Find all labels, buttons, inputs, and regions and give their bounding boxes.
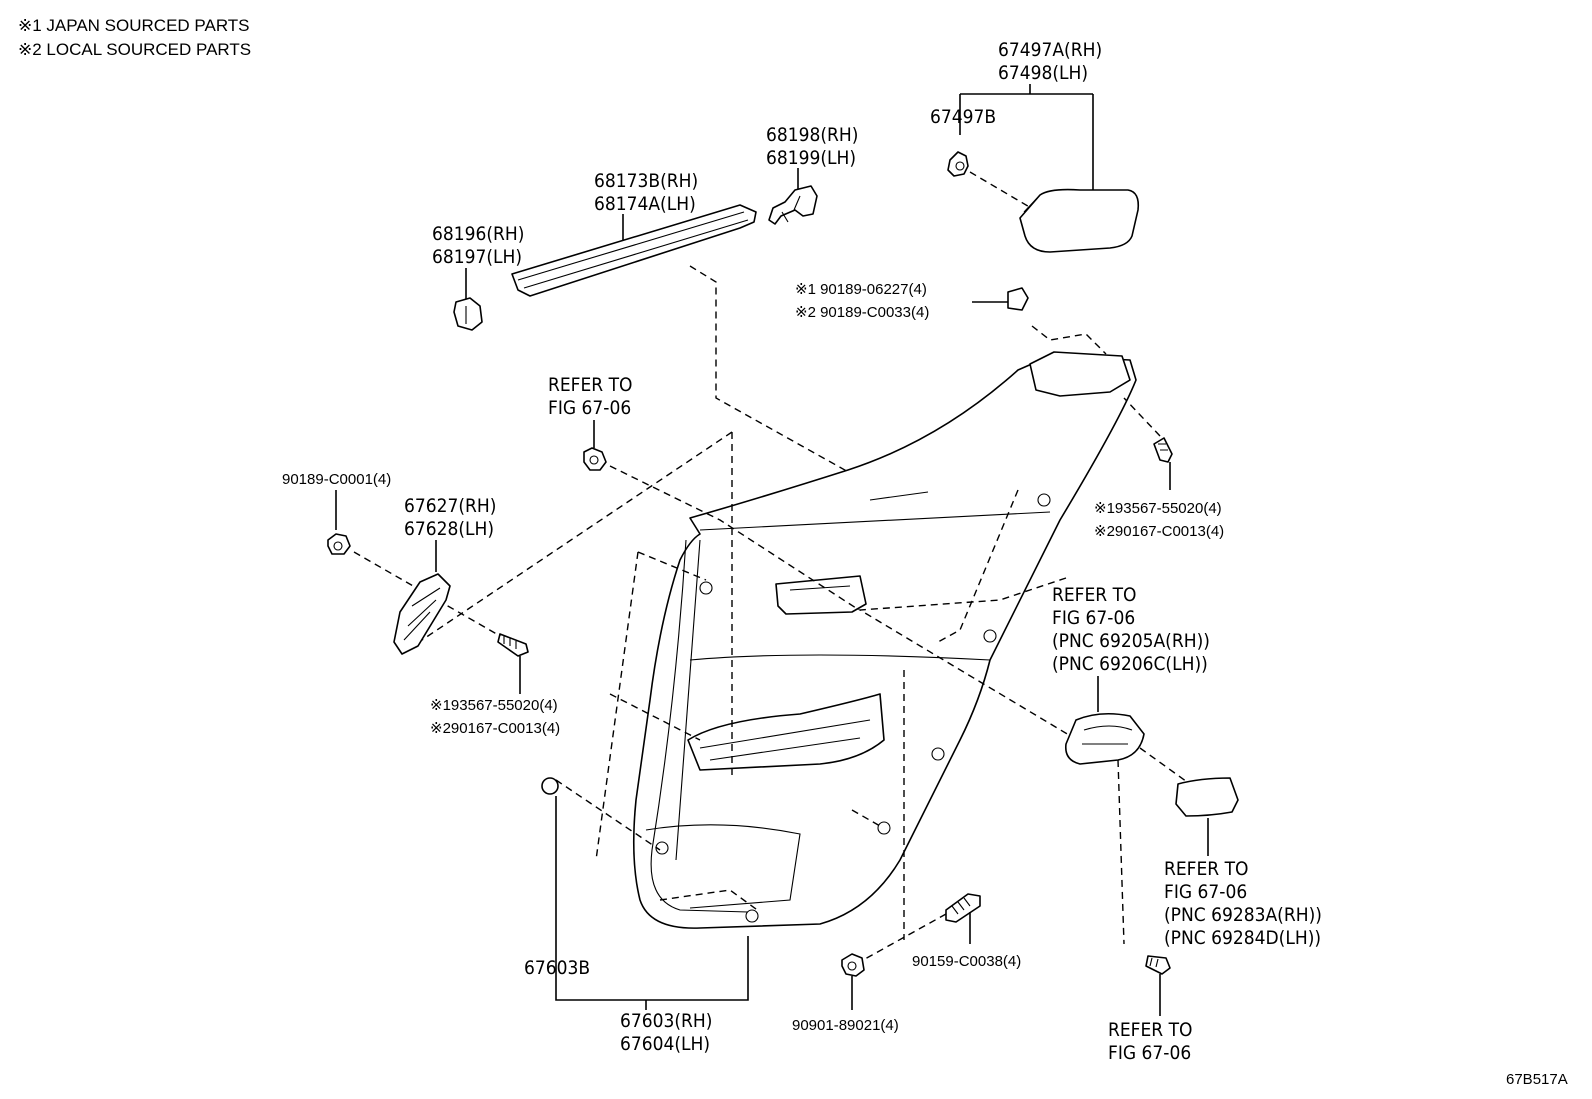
- label-clip-top-2[interactable]: ※2 90189-C0033(4): [795, 304, 929, 321]
- label-clip-top-1[interactable]: ※1 90189-06227(4): [795, 281, 927, 298]
- label-screw-left-2[interactable]: ※290167-C0013(4): [430, 720, 560, 737]
- note-local-sourced: ※2 LOCAL SOURCED PARTS: [18, 40, 251, 59]
- label-68199[interactable]: 68199(LH): [766, 147, 856, 169]
- clip-refer-top-icon[interactable]: [583, 447, 607, 471]
- dash-refer-low: [1139, 747, 1191, 785]
- refer-bot-line2[interactable]: FIG 67-06: [1108, 1042, 1191, 1064]
- screw-90159-icon[interactable]: [945, 893, 981, 923]
- label-67628[interactable]: 67628(LH): [404, 518, 494, 540]
- clip-top-icon[interactable]: [1007, 287, 1029, 311]
- dash-panel-right: [937, 489, 1019, 643]
- label-90901[interactable]: 90901-89021(4): [792, 1017, 899, 1034]
- label-screw-left-1[interactable]: ※193567-55020(4): [430, 697, 558, 714]
- leader-67603: [555, 796, 749, 1001]
- label-screw-right-2[interactable]: ※290167-C0013(4): [1094, 523, 1224, 540]
- label-68196[interactable]: 68196(RH): [432, 223, 524, 245]
- clip-67497b-icon[interactable]: [947, 151, 969, 177]
- refer-top-line2[interactable]: FIG 67-06: [548, 397, 631, 419]
- refer-low-line3[interactable]: (PNC 69283A(RH)): [1164, 904, 1322, 926]
- label-67603[interactable]: 67603(RH): [620, 1010, 712, 1032]
- clip-67603b-icon[interactable]: [541, 777, 559, 795]
- bracket-67627-icon[interactable]: [393, 573, 451, 655]
- label-screw-right-1[interactable]: ※193567-55020(4): [1094, 500, 1222, 517]
- inner-handle-icon[interactable]: [1064, 712, 1145, 765]
- label-67497a[interactable]: 67497A(RH): [998, 39, 1102, 61]
- screw-refer-bot-icon[interactable]: [1145, 955, 1171, 975]
- refer-top-line1[interactable]: REFER TO: [548, 374, 633, 396]
- dash-inner-handle: [857, 577, 1085, 745]
- dash-refer-top: [609, 465, 857, 609]
- label-68173b[interactable]: 68173B(RH): [594, 170, 698, 192]
- dash-67603b: [555, 779, 661, 851]
- screw-right-icon[interactable]: [1153, 437, 1173, 463]
- bracket-68198-icon[interactable]: [768, 185, 818, 225]
- leader-67497a: [959, 84, 1094, 198]
- label-67603b[interactable]: 67603B: [524, 957, 590, 979]
- dash-67497b: [969, 171, 1039, 213]
- note-japan-sourced: ※1 JAPAN SOURCED PARTS: [18, 16, 250, 35]
- dash-weatherstrip: [689, 265, 853, 475]
- diagram-code: 67B517A: [1506, 1071, 1568, 1088]
- refer-low-line1[interactable]: REFER TO: [1164, 858, 1249, 880]
- refer-low-line2[interactable]: FIG 67-06: [1164, 881, 1247, 903]
- label-68197[interactable]: 68197(LH): [432, 246, 522, 268]
- refer-mid-line1[interactable]: REFER TO: [1052, 584, 1137, 606]
- clip-90901-icon[interactable]: [841, 953, 865, 977]
- refer-mid-line3[interactable]: (PNC 69205A(RH)): [1052, 630, 1210, 652]
- refer-mid-line2[interactable]: FIG 67-06: [1052, 607, 1135, 629]
- refer-bot-line1[interactable]: REFER TO: [1108, 1019, 1193, 1041]
- weatherstrip-68173b-icon[interactable]: [511, 204, 757, 297]
- label-67627[interactable]: 67627(RH): [404, 495, 496, 517]
- door-trim-panel-icon[interactable]: [632, 351, 1137, 929]
- label-67498[interactable]: 67498(LH): [998, 62, 1088, 84]
- label-68174a[interactable]: 68174A(LH): [594, 193, 696, 215]
- label-90189-c0001[interactable]: 90189-C0001(4): [282, 471, 391, 488]
- label-67604[interactable]: 67604(LH): [620, 1033, 710, 1055]
- label-90159[interactable]: 90159-C0038(4): [912, 953, 1021, 970]
- handle-cover-icon[interactable]: [1175, 777, 1239, 817]
- label-68198[interactable]: 68198(RH): [766, 124, 858, 146]
- dash-screw-right: [1123, 397, 1161, 437]
- refer-mid-line4[interactable]: (PNC 69206C(LH)): [1052, 653, 1208, 675]
- dash-90189-c0001: [353, 551, 515, 645]
- clip-68196-icon[interactable]: [453, 297, 483, 331]
- screw-left-icon[interactable]: [497, 633, 529, 657]
- dash-bottom-right: [851, 809, 881, 827]
- dash-panel-left-top: [637, 551, 707, 581]
- dash-panel-mid: [609, 693, 701, 741]
- label-67497b[interactable]: 67497B: [930, 106, 996, 128]
- dash-clip-top: [1031, 325, 1107, 355]
- armrest-cover-icon[interactable]: [1019, 188, 1140, 253]
- dash-refer-bot: [1117, 759, 1125, 945]
- dash-to-67627: [421, 431, 733, 641]
- refer-low-line4[interactable]: (PNC 69284D(LH)): [1164, 927, 1321, 949]
- dash-panel-left: [595, 551, 639, 861]
- clip-90189-c0001-icon[interactable]: [327, 533, 351, 555]
